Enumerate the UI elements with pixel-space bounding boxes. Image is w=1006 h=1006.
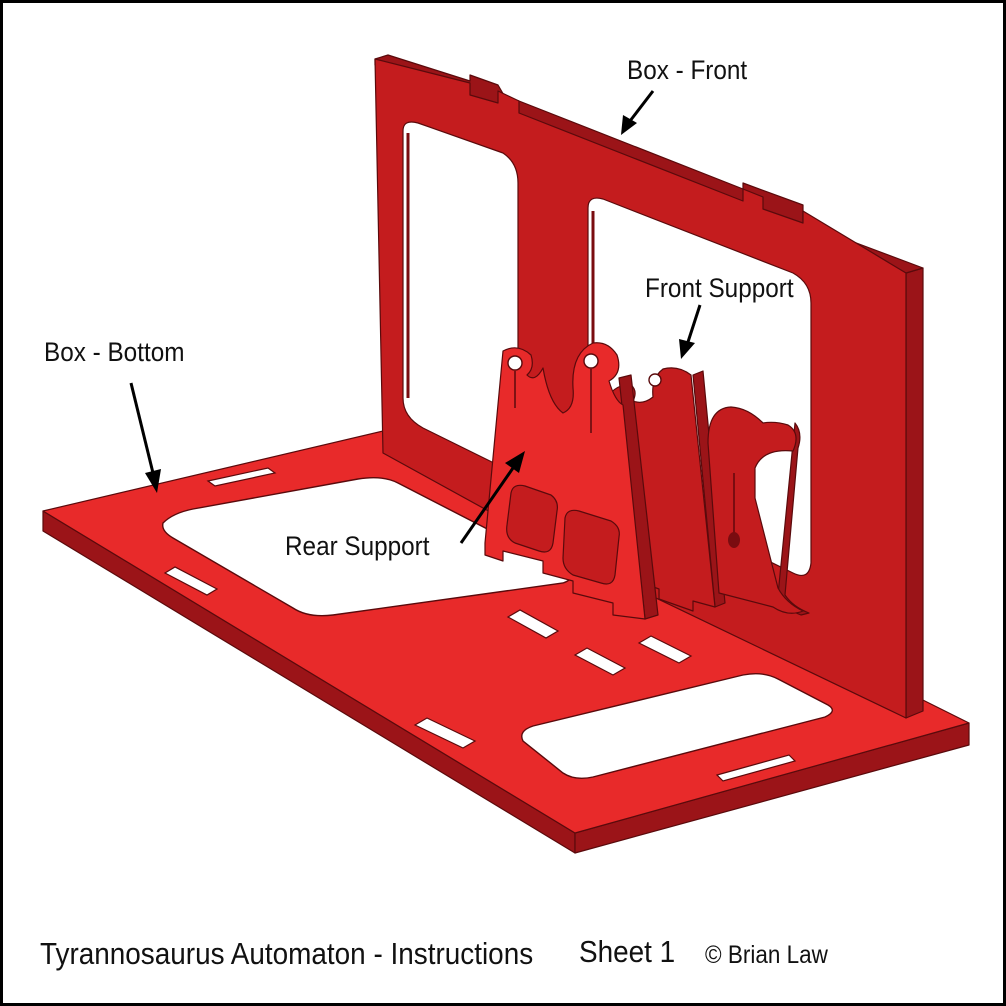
- rear-support-part: [484, 342, 659, 620]
- pivot-bracket-body: [707, 406, 804, 614]
- arrow-box-bottom: [129, 382, 155, 474]
- arrow-box-front-head: [621, 115, 637, 135]
- label-front-support: Front Support: [645, 273, 794, 303]
- arrow-box-front: [628, 90, 655, 122]
- box-bottom-slot-6: [413, 717, 477, 749]
- rear-support-window-left: [506, 484, 558, 553]
- rear-support-peg-hole-right: [583, 353, 599, 369]
- arrow-front-support-head: [679, 339, 695, 359]
- label-box-front: Box - Front: [627, 55, 748, 85]
- box-bottom-slot-1: [206, 467, 277, 487]
- arrow-box-bottom-head: [145, 469, 161, 493]
- pivot-bracket-part: [707, 406, 810, 616]
- callout-arrows: [129, 90, 702, 544]
- arrow-rear-support: [459, 467, 515, 544]
- arrow-front-support: [685, 304, 702, 346]
- pivot-bracket-hole: [728, 532, 740, 548]
- rear-support-peg-hole-left: [507, 355, 523, 371]
- footer-title: Tyrannosaurus Automaton - Instructions: [40, 936, 534, 971]
- label-rear-support: Rear Support: [285, 531, 430, 561]
- box-bottom-part: [42, 430, 970, 854]
- box-front-part: [374, 54, 924, 719]
- box-front-right-edge: [905, 267, 924, 719]
- rear-support-window-right: [562, 509, 620, 585]
- box-bottom-slot-4: [573, 647, 627, 676]
- box-bottom-right-opening: [521, 672, 833, 780]
- footer-copyright: © Brian Law: [705, 941, 828, 969]
- assembly-illustration: .face { fill: #e82a2a; stroke: #5a0a0c; …: [42, 54, 970, 854]
- box-bottom-slot-2: [163, 566, 219, 596]
- arrow-rear-support-head: [505, 451, 525, 473]
- box-bottom-slot-3: [506, 609, 560, 639]
- front-support-peg-hole: [648, 373, 662, 387]
- box-bottom-slot-7: [715, 754, 797, 782]
- footer-sheet-number: Sheet 1: [579, 934, 676, 969]
- label-box-bottom: Box - Bottom: [44, 337, 185, 367]
- box-bottom-slot-5: [637, 635, 693, 664]
